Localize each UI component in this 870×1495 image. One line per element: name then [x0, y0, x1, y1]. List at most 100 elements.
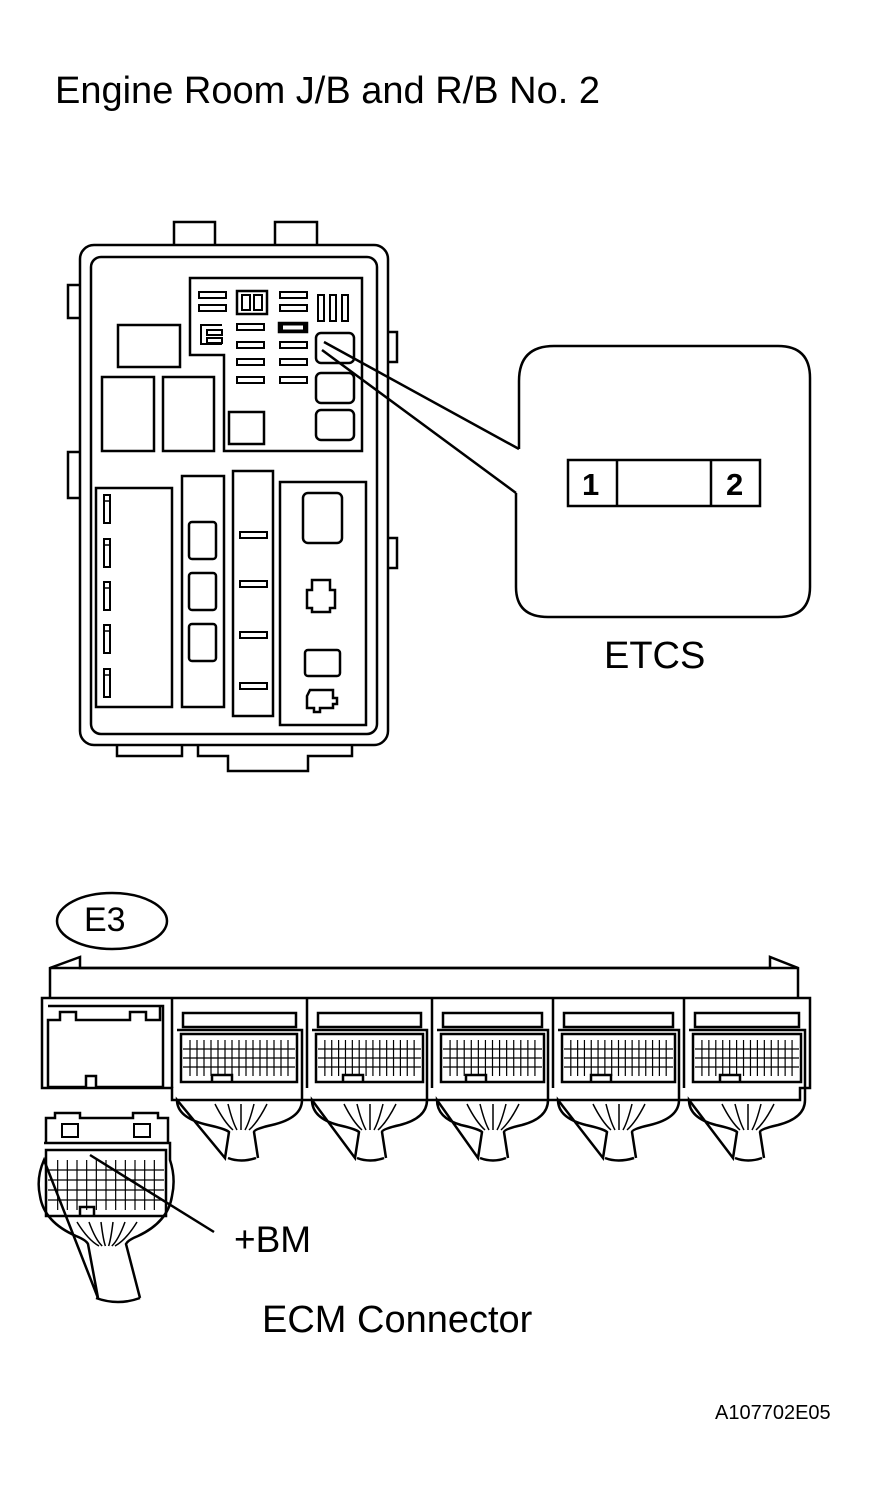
fuse-label: ETCS — [604, 635, 706, 677]
etcs-fuse-connector — [568, 460, 760, 506]
ecm-connector-slot-empty — [48, 1006, 163, 1087]
fuse — [237, 342, 264, 348]
connector-socket — [307, 690, 337, 712]
relay-column — [182, 476, 224, 707]
pin-grid-plug-2 — [318, 1040, 421, 1076]
diagram-title: Engine Room J/B and R/B No. 2 — [55, 70, 600, 112]
fuse — [237, 324, 264, 330]
double-fuse-blade — [242, 295, 250, 310]
relay-small — [189, 573, 216, 610]
junction-block-drawing — [68, 222, 397, 771]
vertical-fuse — [318, 295, 324, 321]
e3-plug-drawing — [39, 1113, 174, 1302]
fuse — [240, 532, 267, 538]
terminal-2-label: 2 — [726, 467, 744, 502]
e3-plug-latch-window — [134, 1124, 150, 1137]
double-fuse — [237, 291, 267, 314]
connector-socket — [307, 580, 335, 612]
jb-top-tab — [275, 222, 317, 245]
fuse — [240, 581, 267, 587]
fuse-area-outline — [190, 278, 362, 451]
jb-side-tab — [388, 538, 397, 568]
relay-panel — [280, 482, 366, 725]
pin-grid-plug-4 — [564, 1040, 673, 1076]
wires-plug-4 — [593, 1104, 645, 1130]
relay-block — [229, 412, 264, 444]
pin-grid-plug-3 — [443, 1040, 542, 1076]
ecm-body — [42, 957, 810, 1100]
wire-strands — [77, 1104, 774, 1246]
fuse — [240, 683, 267, 689]
e3-plug-latch-window — [62, 1124, 78, 1137]
fuse — [237, 377, 264, 383]
fuse — [199, 292, 226, 298]
pin-label: +BM — [234, 1219, 312, 1260]
pin-grids — [48, 1040, 799, 1210]
relay-block — [102, 377, 154, 451]
ecm-plug-1 — [177, 1013, 302, 1161]
pin-grid-plug-5 — [695, 1040, 799, 1076]
terminal-1-label: 1 — [582, 467, 600, 502]
etcs-fuse-inner — [283, 325, 303, 330]
ecm-plug-5 — [689, 1013, 805, 1161]
pin-grid-plug-1 — [183, 1040, 295, 1076]
ecm-plug-3 — [437, 1013, 548, 1161]
e3-plug-latch — [46, 1113, 168, 1143]
terminal — [104, 669, 110, 697]
relay-small — [316, 410, 354, 440]
fuse — [240, 632, 267, 638]
callout-box — [516, 346, 810, 617]
fuse-column — [233, 471, 273, 716]
jb-inner-housing — [91, 257, 377, 734]
terminal — [104, 539, 110, 567]
relay-block — [118, 325, 180, 367]
relay-small — [189, 522, 216, 559]
terminal — [104, 625, 110, 653]
relay-large — [303, 493, 342, 543]
fuse — [207, 330, 222, 335]
figure-id: A107702E05 — [715, 1402, 831, 1424]
terminal — [104, 582, 110, 610]
callout-line — [324, 342, 519, 449]
connector-name-label: ECM Connector — [262, 1299, 533, 1341]
e3-tag-outline — [57, 893, 167, 949]
wires-plug-1 — [215, 1104, 267, 1130]
relay-small — [316, 373, 354, 403]
wires-plug-5 — [722, 1104, 774, 1130]
connector-panel — [96, 488, 172, 707]
wires-plug-2 — [344, 1104, 396, 1130]
bm-pointer-line — [90, 1155, 214, 1232]
relay-small — [316, 333, 354, 363]
double-fuse-blade — [254, 295, 262, 310]
connector-code-label: E3 — [84, 901, 126, 939]
fuse — [280, 305, 307, 311]
jb-side-tab — [388, 332, 397, 362]
jb-side-tab — [68, 452, 80, 498]
ecm-top-edge — [50, 957, 798, 998]
relay-block — [163, 377, 214, 451]
terminal — [104, 495, 110, 523]
vertical-fuse — [342, 295, 348, 321]
ecm-plug-2 — [312, 1013, 427, 1161]
jb-top-tab — [174, 222, 215, 245]
ecm-plug-4 — [558, 1013, 679, 1161]
fuse — [280, 292, 307, 298]
fuse — [237, 359, 264, 365]
relay-small — [189, 624, 216, 661]
fuse — [280, 359, 307, 365]
callout-line — [322, 350, 516, 493]
pin-grid-e3 — [48, 1160, 164, 1210]
e3-plug-face — [46, 1150, 166, 1216]
relay-small — [305, 650, 340, 676]
jb-bottom-tab — [117, 745, 182, 756]
vertical-fuse — [330, 295, 336, 321]
wires-plug-3 — [467, 1104, 519, 1130]
fuse — [280, 377, 307, 383]
jb-side-tab — [68, 285, 80, 318]
fuse — [207, 338, 222, 343]
fuse — [280, 342, 307, 348]
wires-plug-e3 — [77, 1222, 137, 1246]
jb-bottom-tab — [198, 745, 352, 771]
fuse — [199, 305, 226, 311]
